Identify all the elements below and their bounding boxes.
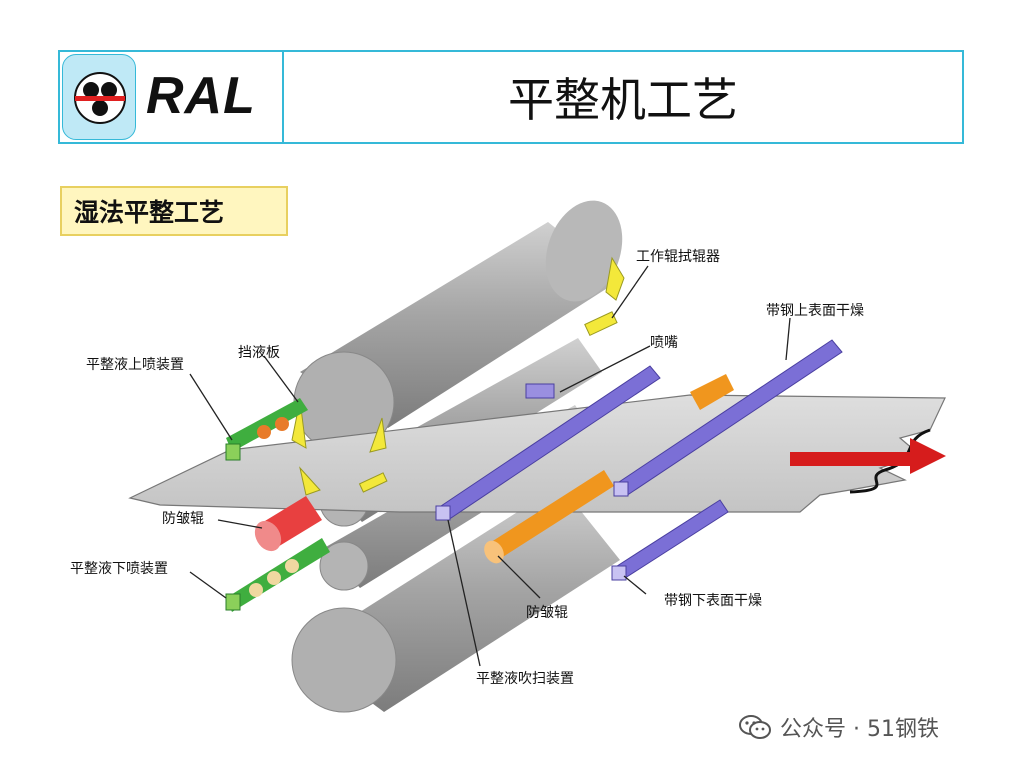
strip-top-dryer-bar [613, 339, 843, 497]
upper-spray-bar [225, 398, 308, 461]
blow-bar [435, 365, 661, 521]
label-strip-top-dry: 带钢上表面干燥 [766, 303, 864, 319]
nozzle-bar [525, 383, 555, 399]
logo-text: RAL [146, 67, 256, 125]
wechat-icon [739, 715, 771, 739]
watermark: 公众号 · 51钢铁 [738, 712, 939, 742]
logo-area: RAL [60, 52, 284, 142]
leader-lines [189, 265, 791, 667]
ral-emblem-icon [74, 72, 126, 124]
label-strip-bottom-dry: 带钢下表面干燥 [664, 593, 762, 609]
label-upper-spray: 平整液上喷装置 [86, 357, 184, 373]
lower-spray-bar [225, 538, 330, 612]
page-title: 平整机工艺 [508, 73, 738, 127]
label-nozzle: 喷嘴 [650, 335, 678, 351]
strip-direction-arrow-icon [790, 438, 946, 474]
label-anti-wrinkle-right: 防皱辊 [526, 605, 568, 621]
label-splash-board: 挡液板 [238, 345, 280, 361]
watermark-text: 公众号 · 51钢铁 [780, 717, 939, 742]
splash-boards [291, 256, 625, 496]
label-blow-device: 平整液吹扫装置 [476, 671, 574, 687]
label-anti-wrinkle-left: 防皱辊 [162, 511, 204, 527]
upper-backup-roll [293, 200, 623, 453]
label-lower-spray: 平整液下喷装置 [70, 561, 168, 577]
lower-backup-roll [291, 485, 620, 713]
header-frame: RAL 平整机工艺 [58, 50, 964, 144]
section-subtitle: 湿法平整工艺 [60, 186, 288, 236]
label-work-roll-wiper: 工作辊拭辊器 [636, 249, 720, 265]
logo-badge [62, 54, 136, 140]
strip-bottom-dryer-bar [611, 499, 729, 581]
orange-anti-wrinkle-roll [484, 374, 734, 564]
